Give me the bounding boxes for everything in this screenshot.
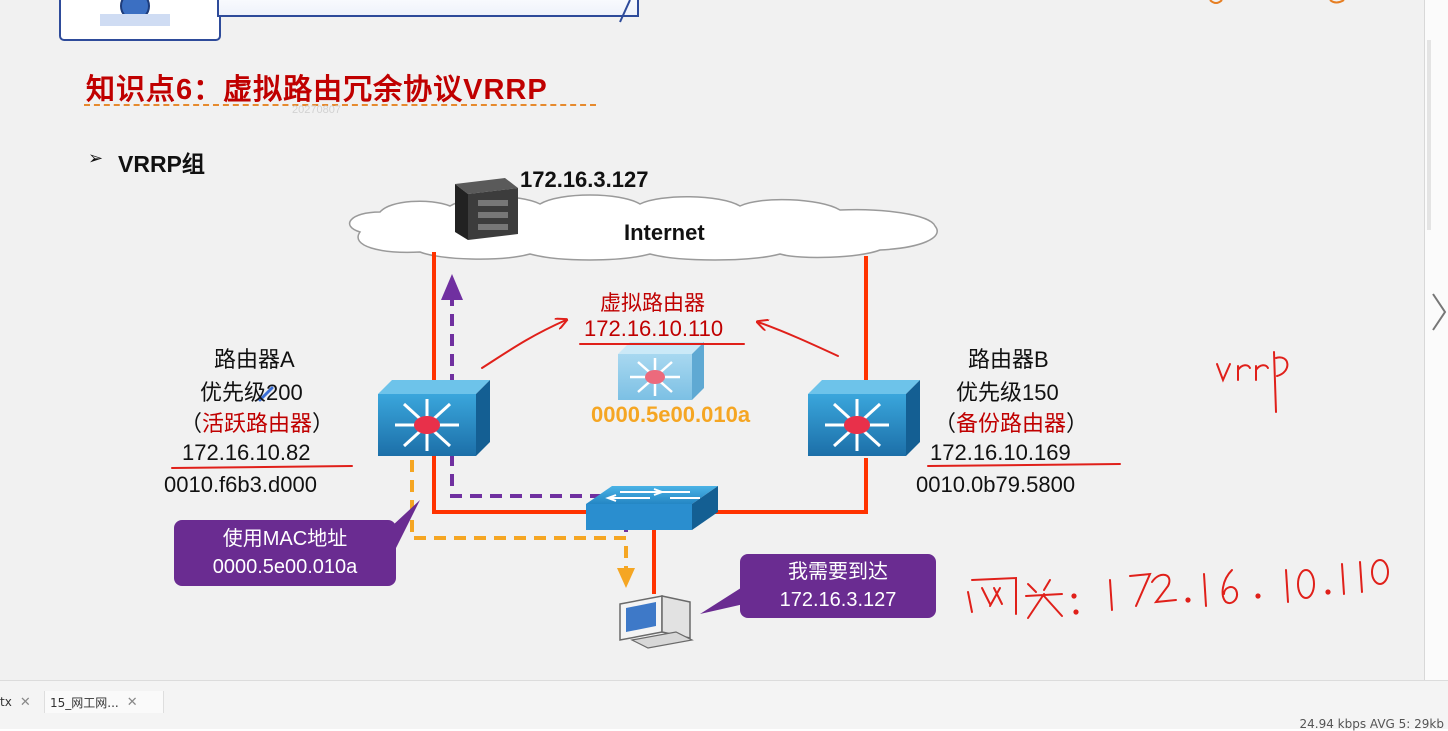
callout-mac-line1: 使用MAC地址 [222,528,348,550]
server-icon [455,178,518,240]
scrollbar-thumb[interactable] [1427,40,1431,230]
network-links [432,252,868,594]
next-slide-arrow-icon[interactable] [1430,290,1448,334]
router-b-role-text: 备份路由器 [956,411,1067,436]
taskbar-tab-2-label: 15_网工网... [50,695,119,710]
router-b-name: 路由器B [968,347,1049,372]
taskbar-tab-1[interactable]: tx ✕ [0,691,31,713]
network-diagram [171,178,1389,649]
router-a-name: 路由器A [214,347,295,372]
network-status: 24.94 kbps AVG 5: 29kb [1299,717,1444,731]
bullet-symbol: ➢ [88,148,104,168]
slide-title: 知识点6：虚拟路由冗余协议VRRP [86,74,548,106]
router-b-role-close: ） [1066,411,1089,436]
callout-mac-tail [392,500,420,556]
callout-dest-line1: 我需要到达 [788,561,888,583]
taskbar: tx ✕ 15_网工网... ✕ 24.94 kbps AVG 5: 29kb [0,680,1448,731]
header-decoration [59,0,1345,41]
taskbar-tab-2[interactable]: 15_网工网... ✕ [44,691,164,713]
close-icon[interactable]: ✕ [126,694,138,710]
router-a-ip: 172.16.10.82 [182,440,311,465]
router-a-role-text: 活跃路由器 [202,411,313,436]
callout-dest-line2: 172.16.3.127 [779,589,897,611]
router-a-mac: 0010.f6b3.d000 [164,472,317,497]
router-a-priority: 优先级200 [200,380,303,405]
bullet-text: VRRP组 [118,151,205,177]
watermark: 20270807 [292,104,341,116]
router-b-role: （备份路由器） [934,406,1088,438]
callout-mac: 使用MAC地址 0000.5e00.010a [174,520,396,586]
router-b-priority: 优先级150 [956,380,1059,405]
taskbar-tab-1-label: tx [0,695,12,709]
router-a-role-open: （ [180,411,203,436]
orange-path [410,460,635,588]
cloud-label: Internet [624,220,705,245]
callout-mac-line2: 0000.5e00.010a [212,556,358,578]
router-a-role: （活跃路由器） [180,406,334,438]
router-b-role-open: （ [934,411,957,436]
switch-icon [586,486,718,530]
server-ip: 172.16.3.127 [520,167,649,192]
handwritten-annotations [171,320,1389,619]
virtual-router-ip: 172.16.10.110 [584,316,724,341]
router-a-icon [378,380,490,456]
pc-icon [619,595,694,649]
close-icon[interactable]: ✕ [19,694,31,710]
slide: 知识点6：虚拟路由冗余协议VRRP 20270807 ➢ VRRP组 [0,0,1424,680]
callout-dest: 我需要到达 172.16.3.127 [740,554,936,618]
title-underline [84,104,596,106]
router-b-icon [808,380,920,456]
router-b-ip: 172.16.10.169 [930,440,1071,465]
virtual-router-icon [618,342,704,400]
router-a-role-close: ） [312,411,335,436]
virtual-router-mac: 0000.5e00.010a [591,402,751,427]
right-panel-strip [1424,0,1448,680]
router-b-mac: 0010.0b79.5800 [916,472,1076,497]
callout-dest-tail [700,586,744,614]
virtual-router-title: 虚拟路由器 [600,292,705,315]
